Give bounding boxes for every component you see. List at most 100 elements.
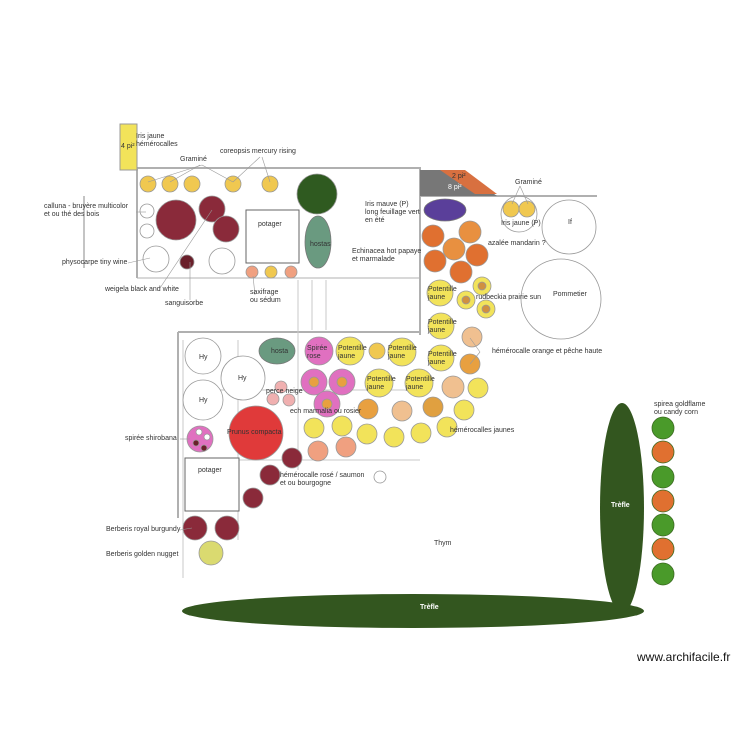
- label-potager-top: potager: [258, 221, 282, 228]
- azalee-plant: [421, 224, 445, 248]
- hy-plant: [182, 379, 224, 421]
- label-tree-if: If: [568, 219, 572, 226]
- label-prunus: Prunus compacta: [227, 429, 282, 436]
- weigela-plant: [212, 215, 240, 243]
- rudbeckia-center: [477, 281, 487, 291]
- graminee-plant: [161, 175, 179, 193]
- potentille-plant: [404, 368, 434, 398]
- tree-dark: [296, 173, 338, 215]
- label-echinacea: Echinacea hot papaye et marmalade: [352, 248, 422, 263]
- saxifrage-plant: [284, 265, 298, 279]
- potentille-plant: [335, 336, 365, 366]
- hemerocalle-bourgogne: [242, 487, 264, 509]
- hostas-plant: [304, 215, 332, 269]
- small-marker: [373, 470, 387, 484]
- label-graminee-right: Graminé: [515, 179, 542, 186]
- spiree-goldflame-plant: [651, 440, 675, 464]
- rudbeckia-center: [481, 304, 491, 314]
- sanguisorbe-plant: [179, 254, 195, 270]
- hy-plant: [184, 337, 222, 375]
- echinacea-center: [336, 376, 348, 388]
- hemerocalle-jaune: [383, 426, 405, 448]
- prunus-plant: [228, 405, 284, 461]
- label-graminee-top: Graminé: [180, 156, 207, 163]
- weigela-white-plant: [208, 247, 236, 275]
- saxifrage-plant: [264, 265, 278, 279]
- label-potager-bottom: potager: [198, 467, 222, 474]
- label-weigela: weigela black and white: [105, 286, 179, 293]
- watermark: www.archifacile.fr: [637, 650, 731, 664]
- potentille-plant: [427, 344, 455, 372]
- label-trefle-bottom: Trèfle: [420, 604, 439, 611]
- perce-neige-plant: [282, 393, 296, 407]
- label-hy-1: Hy: [199, 354, 208, 361]
- spiree-shirobana-flower: [192, 439, 200, 447]
- hemerocalle-peche: [441, 375, 465, 399]
- label-hosta: hosta: [271, 348, 288, 355]
- trefle-right: [600, 403, 644, 613]
- spiree-goldflame-plant: [651, 416, 675, 440]
- label-spiree-goldflame: spirea goldflame ou candy corn: [654, 401, 706, 416]
- rudbeckia-center: [461, 295, 471, 305]
- hemerocalle-rose: [335, 436, 357, 458]
- hemerocalle-rose: [307, 440, 329, 462]
- spiree-goldflame-plant: [651, 537, 675, 561]
- label-spiree-shirobana: spirée shirobana: [125, 435, 177, 442]
- hy-plant: [220, 355, 266, 401]
- perce-neige-plant: [274, 380, 288, 394]
- hemerocalle-jaune: [303, 417, 325, 439]
- spiree-goldflame-plant: [651, 489, 675, 513]
- potentille-plant: [387, 337, 417, 367]
- spiree-shirobana-flower: [200, 444, 208, 452]
- label-rudbeckia: rudbeckia prairie sun: [476, 294, 541, 301]
- label-thym: Thym: [434, 540, 452, 547]
- potager-top: [245, 209, 300, 264]
- hemerocalle-orange: [422, 396, 444, 418]
- azalee-plant: [423, 249, 447, 273]
- echinacea-center: [308, 376, 320, 388]
- berberis-royal-plant: [182, 515, 208, 541]
- label-area-4: 4 pi²: [121, 143, 135, 150]
- leader-lines: [127, 156, 529, 531]
- label-echinacea-rosier: ech marmalia ou rosier: [290, 408, 362, 415]
- azalee-plant: [458, 220, 482, 244]
- potentille-plant: [427, 312, 455, 340]
- hemerocalle-jaune: [467, 377, 489, 399]
- hemerocalle-bourgogne: [281, 447, 303, 469]
- hosta-plant: [258, 337, 296, 365]
- pommetier-tree: [520, 258, 602, 340]
- hemerocalle-jaune: [453, 399, 475, 421]
- label-hy-2: Hy: [238, 375, 247, 382]
- saxifrage-plant: [245, 265, 259, 279]
- graminee-plant: [183, 175, 201, 193]
- graminee-plant: [224, 175, 242, 193]
- trefle-bottom: [182, 594, 644, 628]
- label-iris-jaune-p: Iris jaune (P): [501, 220, 541, 227]
- bed-4pi: [119, 123, 138, 171]
- label-hemerocalle-orange: hémérocalle orange et pêche haute: [492, 348, 603, 355]
- label-trefle-right: Trèfle: [611, 502, 630, 509]
- label-berberis-royal: Berberis royal burgundy: [106, 526, 181, 533]
- hemerocalle-jaune: [436, 416, 458, 438]
- spiree-goldflame-plant: [651, 562, 675, 586]
- azalee-plant: [449, 260, 473, 284]
- label-iris-mauve: Iris mauve (P) long feuillage vert en ét…: [365, 201, 420, 224]
- weigela-white-plant: [142, 245, 170, 273]
- label-calluna: calluna - bruyère multicolor et ou thé d…: [44, 203, 129, 218]
- graminee-plant: [518, 200, 536, 218]
- calluna-plant: [139, 203, 155, 219]
- potentille-small: [368, 342, 386, 360]
- weigela-plant: [198, 195, 226, 223]
- hemerocalle-peche: [391, 400, 413, 422]
- potentille-plant: [364, 368, 394, 398]
- shed-accent: [440, 170, 497, 194]
- label-saxifrage: saxifrage ou sédum: [250, 289, 281, 304]
- spiree-shirobana-flower: [195, 428, 203, 436]
